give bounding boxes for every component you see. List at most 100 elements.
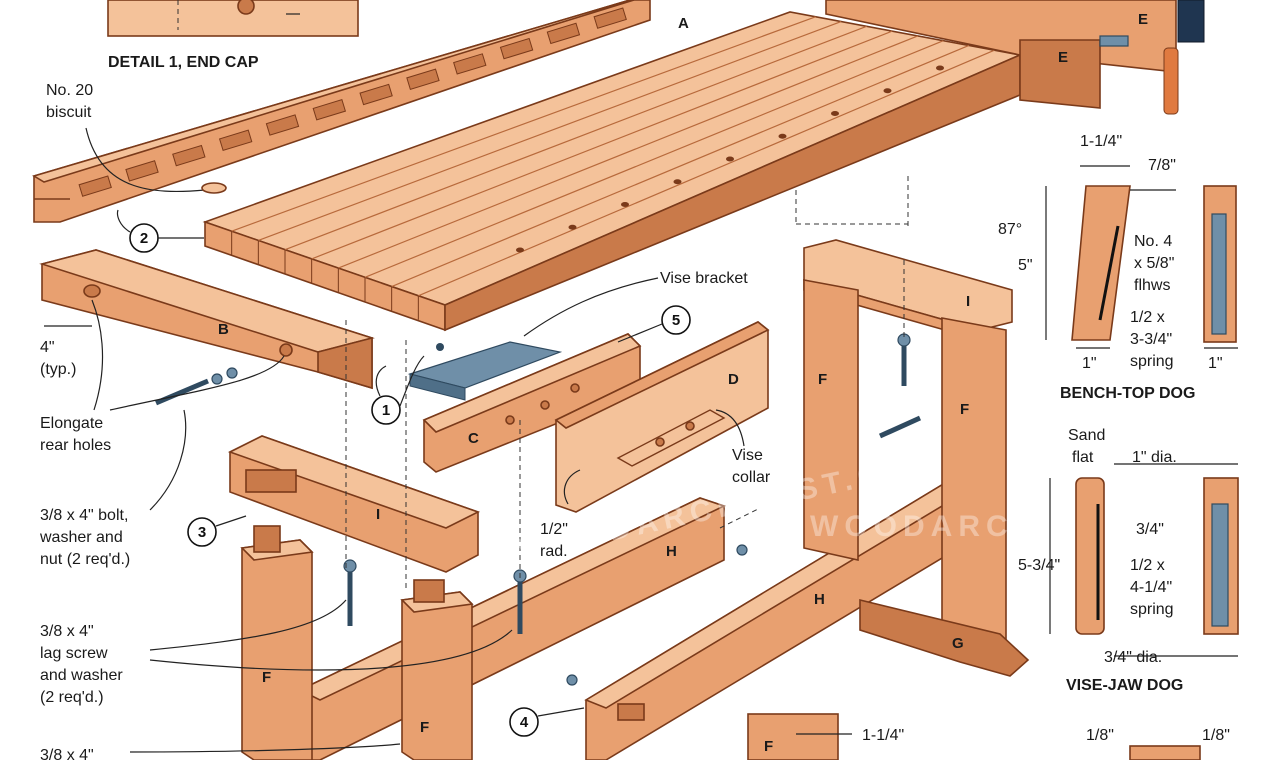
leg-F-left xyxy=(240,525,314,760)
rad-label-line1: 1/2" xyxy=(540,521,568,538)
dog-slot xyxy=(78,175,112,197)
dog-slot xyxy=(406,68,440,90)
dog-hole xyxy=(621,202,629,207)
dim-1-dia: 1" dia. xyxy=(1132,449,1177,466)
top-strip-line xyxy=(284,25,867,251)
spring1-label-line3: spring xyxy=(1130,353,1174,370)
spring2-label-line1: 1/2 x xyxy=(1130,557,1165,574)
fhws-label-line3: flhws xyxy=(1134,277,1170,294)
bolt-label-line1: 3/8 x 4" bolt, xyxy=(40,507,128,524)
rad-label-line2: rad. xyxy=(540,543,568,560)
bolt-hardware xyxy=(155,367,238,406)
part-label-F-middle: F xyxy=(420,719,429,736)
callout-5: 5 xyxy=(617,305,691,343)
dim-3-4-dia: 3/4" dia. xyxy=(1104,649,1162,666)
dim-5: 5" xyxy=(1018,257,1033,274)
detail-end-cap-drawing xyxy=(107,0,359,37)
callout-3: 3 xyxy=(187,515,247,547)
end-cap-strip xyxy=(32,0,651,223)
dim-7-8: 7/8" xyxy=(1148,157,1176,174)
part-label-F-right-a: F xyxy=(818,371,827,388)
part-label-F-right-b: F xyxy=(960,401,969,418)
svg-text:4: 4 xyxy=(520,714,529,731)
callout-4: 4 xyxy=(509,707,585,737)
svg-text:2: 2 xyxy=(140,230,148,247)
biscuit-leader xyxy=(85,127,206,192)
part-label-F-left: F xyxy=(262,669,271,686)
vise-jaw-dog-title: VISE-JAW DOG xyxy=(1066,677,1183,694)
elongate-label-line1: Elongate xyxy=(40,415,103,432)
bench-top-dog-drawing xyxy=(1045,165,1238,349)
biscuit-label-line2: biscuit xyxy=(46,104,92,121)
vise-jaw-dog-drawing xyxy=(1049,463,1239,657)
top-strip-line xyxy=(391,44,970,288)
jaw-D xyxy=(554,321,770,513)
dim-1-8-a: 1/8" xyxy=(1086,727,1114,744)
cross-rail-I-left xyxy=(227,435,481,573)
vise-bracket xyxy=(407,341,563,401)
bolt-label-line2: washer and xyxy=(39,529,123,546)
spring1-label-line2: 3-3/4" xyxy=(1130,331,1172,348)
top-strip-line xyxy=(338,35,919,269)
dog-slot xyxy=(125,160,159,182)
part-label-G: G xyxy=(952,635,964,652)
part-label-C: C xyxy=(468,430,479,447)
callout-1: 1 xyxy=(371,355,425,425)
svg-text:3: 3 xyxy=(198,524,206,541)
dog-hole xyxy=(936,65,944,71)
dog-slot xyxy=(546,22,581,45)
dim-5-3-4: 5-3/4" xyxy=(1018,557,1060,574)
leg-F-bottom-detail xyxy=(747,713,839,760)
dim-1-1-4: 1-1/4" xyxy=(1080,133,1122,150)
sand-label-line1: Sand xyxy=(1068,427,1105,444)
dog-hole xyxy=(726,156,734,162)
biscuit-shape xyxy=(201,182,227,194)
dog-hole xyxy=(568,224,577,230)
fhws-label-line1: No. 4 xyxy=(1134,233,1172,250)
detail-end-cap-title: DETAIL 1, END CAP xyxy=(108,54,259,71)
fhws-label-line2: x 5/8" xyxy=(1134,255,1174,272)
lag-label-line1: 3/8 x 4" xyxy=(40,623,94,640)
spring1-label-line1: 1/2 x xyxy=(1130,309,1165,326)
dog-hole xyxy=(516,247,524,253)
dim-1-a: 1" xyxy=(1082,355,1097,372)
dim-1-b: 1" xyxy=(1208,355,1223,372)
spring2-label-line3: spring xyxy=(1130,601,1174,618)
dog-hole xyxy=(778,133,787,139)
vise-collar-label-line2: collar xyxy=(732,469,771,486)
leg-F-middle xyxy=(400,579,474,760)
end-vise-E xyxy=(825,0,1205,115)
svg-text:1: 1 xyxy=(382,402,390,419)
top-strip-line xyxy=(311,30,893,260)
bench-top-dog-title: BENCH-TOP DOG xyxy=(1060,385,1195,402)
spring2-label-line2: 4-1/4" xyxy=(1130,579,1172,596)
dog-slot xyxy=(218,129,253,152)
part-label-B: B xyxy=(218,321,229,338)
leg-frame-right xyxy=(803,239,1030,677)
part-label-A: A xyxy=(678,15,689,32)
sand-label-line2: flat xyxy=(1072,449,1094,466)
dog-slot xyxy=(265,114,300,136)
alignment-lines xyxy=(345,176,909,590)
svg-text:5: 5 xyxy=(672,312,680,329)
dim-1-8-b: 1/8" xyxy=(1202,727,1230,744)
part-label-E-lower: E xyxy=(1058,49,1068,66)
typ-label-line1: 4" xyxy=(40,339,55,356)
typ-label-line2: (typ.) xyxy=(40,361,76,378)
dog-slot xyxy=(593,7,627,29)
dog-slot xyxy=(359,83,393,106)
top-strip-line xyxy=(364,40,944,278)
callout-2: 2 xyxy=(116,209,204,253)
part-label-E-top: E xyxy=(1138,11,1148,28)
dog-slot xyxy=(453,53,487,75)
top-strip-line xyxy=(258,20,842,242)
top-strip-line xyxy=(418,49,995,297)
dog-slot xyxy=(499,37,534,60)
top-strip-line xyxy=(231,16,816,232)
rail-B xyxy=(39,249,375,390)
dog-slot xyxy=(312,99,347,121)
watermark-right: WOODARCHIVIST.COM xyxy=(810,510,1245,543)
dog-bottom-detail xyxy=(1129,745,1201,760)
elongate-label-line2: rear holes xyxy=(40,437,111,454)
